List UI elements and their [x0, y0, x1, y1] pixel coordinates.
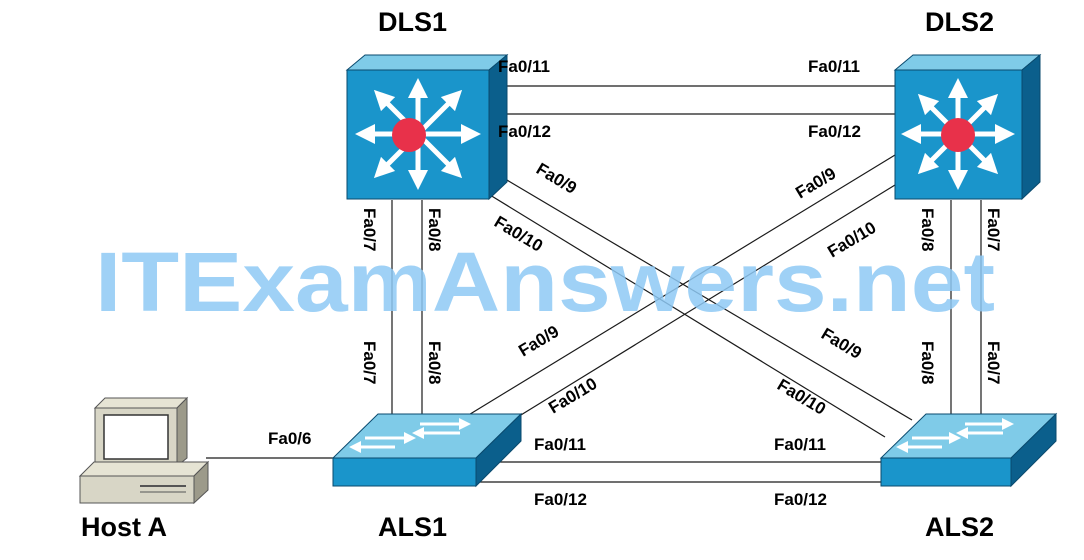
workgroup-switch-icon: [879, 412, 1058, 488]
port-label-dls2-fa08: Fa0/8: [918, 208, 937, 251]
port-label-als2-fa09: Fa0/9: [818, 324, 865, 363]
als1-label: ALS1: [378, 512, 447, 542]
links: [206, 85, 982, 483]
port-label-als2-fa010: Fa0/10: [774, 375, 829, 419]
workgroup-switch-icon: [331, 412, 523, 488]
als2-switch[interactable]: [879, 412, 1058, 488]
pc-icon: [78, 396, 210, 505]
port-label-als1-fa010: Fa0/10: [545, 374, 600, 418]
link-dls2-als1-fa010: [489, 184, 896, 435]
port-label-dls1-fa08: Fa0/8: [425, 208, 444, 251]
link-dls2-als1-fa09: [461, 154, 896, 420]
port-label-dls2-fa012: Fa0/12: [808, 122, 861, 141]
link-dls1-als2-fa010: [489, 194, 886, 438]
port-label-als1-fa012: Fa0/12: [534, 490, 587, 509]
dls2-switch[interactable]: [893, 53, 1042, 201]
port-label-dls2-fa011: Fa0/11: [808, 57, 860, 76]
port-label-als1-fa011: Fa0/11: [534, 435, 586, 454]
als2-label: ALS2: [925, 512, 994, 542]
watermark-text: ITExamAnswers.net: [95, 235, 995, 329]
host-a-pc[interactable]: [78, 396, 210, 505]
port-label-dls2-fa07: Fa0/7: [984, 208, 1003, 251]
port-label-als2-fa012: Fa0/12: [774, 490, 827, 509]
dls1-switch[interactable]: [345, 53, 509, 201]
port-label-dls1-fa09: Fa0/9: [533, 159, 580, 198]
port-label-als1-fa07: Fa0/7: [360, 341, 379, 384]
port-label-dls2-fa09: Fa0/9: [792, 164, 839, 203]
multilayer-switch-icon: [345, 53, 509, 201]
port-label-dls1-fa011: Fa0/11: [498, 57, 550, 76]
port-label-als1-fa08: Fa0/8: [425, 341, 444, 384]
port-label-als2-fa011: Fa0/11: [774, 435, 826, 454]
port-label-als2-fa07: Fa0/7: [984, 341, 1003, 384]
als1-switch[interactable]: [331, 412, 523, 488]
port-label-dls1-fa07: Fa0/7: [360, 208, 379, 251]
port-label-als2-fa08: Fa0/8: [918, 341, 937, 384]
port-label-dls1-fa012: Fa0/12: [498, 122, 551, 141]
multilayer-switch-icon: [893, 53, 1042, 201]
dls2-label: DLS2: [925, 7, 994, 37]
link-dls1-als2-fa09: [489, 169, 913, 421]
host-a-label: Host A: [81, 512, 167, 542]
port-label-als1-fa06: Fa0/6: [268, 429, 311, 448]
dls1-label: DLS1: [378, 7, 447, 37]
